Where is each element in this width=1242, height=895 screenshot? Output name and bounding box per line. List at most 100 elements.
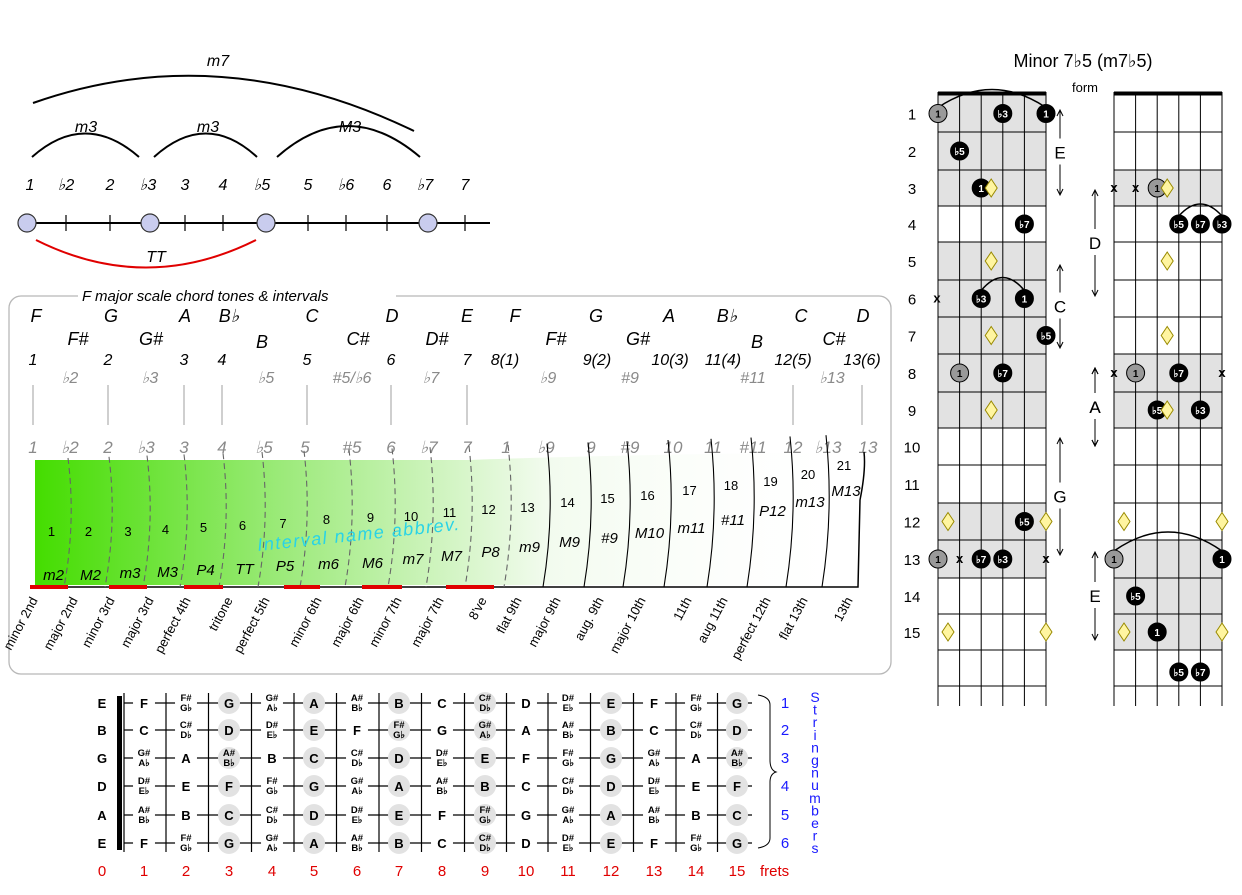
note-bg — [557, 692, 579, 714]
mute-mark: x — [933, 291, 941, 306]
scale-diamond — [1215, 511, 1229, 532]
chromatic-note: F# — [545, 329, 567, 349]
scale-diamond — [1039, 622, 1053, 642]
fret-note-sharp: C# — [690, 720, 703, 731]
degree-main: 11(4) — [705, 352, 741, 369]
interval-name: flat 9th — [493, 594, 525, 636]
degree-alt: ♭5 — [258, 370, 275, 387]
fret-note-flat: G♭ — [266, 786, 278, 797]
fret-number: 14 — [688, 863, 705, 880]
barre-arc — [980, 276, 1025, 291]
scale-degree: ♭5 — [254, 177, 271, 194]
interval-abbrev: M13 — [831, 483, 861, 500]
chord-dot — [1169, 363, 1189, 383]
note-bg — [557, 832, 579, 854]
fret-note: F — [522, 751, 530, 766]
chord-dot-label: ♭7 — [1195, 220, 1206, 231]
chart-fret-number: 13 — [904, 552, 921, 569]
fret-number: 4 — [268, 863, 276, 880]
note-bg — [303, 719, 325, 741]
arrow-head — [1056, 341, 1064, 350]
scale-note: C — [795, 306, 809, 326]
chord-dot — [928, 549, 948, 569]
note-bg — [557, 804, 579, 826]
degree-alt: ♭2 — [62, 370, 79, 387]
scale-note: D — [857, 306, 870, 326]
degree-tick: 6 — [386, 438, 396, 457]
chord-dot-label: ♭7 — [976, 555, 987, 566]
fret-note: C — [649, 723, 659, 738]
interval-abbrev: m6 — [318, 556, 339, 573]
fret-note: F — [733, 779, 741, 794]
fret-note: G — [521, 808, 531, 823]
fret-note-sharp: G# — [479, 720, 492, 731]
chord-dot — [1212, 214, 1232, 234]
degree-tick: ♭3 — [137, 438, 155, 457]
scale-degree: 6 — [383, 177, 392, 194]
chord-dot-label: ♭5 — [1041, 332, 1052, 343]
semitone-count: 5 — [200, 520, 207, 535]
fret-note-flat: G♭ — [180, 843, 192, 854]
chord-dot — [1212, 549, 1232, 569]
fret-note: F — [438, 808, 446, 823]
chart-fret-number: 3 — [908, 181, 916, 198]
chord-dot — [971, 549, 991, 569]
fret-note-flat: E♭ — [563, 843, 574, 854]
note-bg — [175, 747, 197, 769]
scale-diamond — [1117, 622, 1131, 642]
interval-name: aug 11th — [694, 594, 731, 645]
note-bg — [726, 804, 748, 826]
semitone-count: 13 — [520, 500, 534, 515]
fret-note-sharp: F# — [266, 776, 278, 787]
interval-divider — [663, 439, 672, 588]
note-bg — [643, 804, 665, 826]
arrow-head — [1091, 633, 1099, 642]
fret-note: E — [607, 696, 616, 711]
note-bg — [346, 832, 368, 854]
fret-note-sharp: D# — [138, 776, 151, 787]
fret-note: D — [309, 808, 318, 823]
chart-fret-number: 15 — [904, 625, 921, 642]
degree-main: 9(2) — [583, 352, 611, 369]
note-bg — [133, 692, 155, 714]
interval-abbrev: P8 — [481, 544, 500, 561]
fret-note-sharp: F# — [180, 693, 192, 704]
fret-number: 0 — [98, 863, 106, 880]
note-bg — [346, 775, 368, 797]
fret-note: A — [309, 836, 319, 851]
fret-note: F — [650, 836, 658, 851]
interval-divider — [387, 448, 396, 588]
note-bg — [474, 775, 496, 797]
scale-diamond — [1039, 511, 1053, 532]
fret-note-flat: B♭ — [436, 786, 448, 797]
note-bg — [303, 832, 325, 854]
arrow-head — [1091, 439, 1099, 448]
fret-note: E — [692, 779, 701, 794]
fret-note-sharp: F# — [690, 833, 702, 844]
note-bg — [515, 747, 537, 769]
chord-dot-label: 1 — [1154, 184, 1160, 195]
fret-note: B — [606, 723, 615, 738]
fret-note-flat: A♭ — [479, 730, 491, 741]
degree-main: 7 — [463, 352, 473, 369]
note-bg — [218, 832, 240, 854]
chart-fret-number: 6 — [908, 292, 916, 309]
interval-divider — [425, 447, 434, 588]
scale-diamond — [941, 511, 955, 532]
fret-note-flat: E♭ — [267, 730, 278, 741]
fret-note: F — [225, 779, 233, 794]
fret-note-sharp: C# — [266, 805, 279, 816]
fret-note-flat: G♭ — [562, 758, 574, 769]
note-bg — [557, 719, 579, 741]
fret-note: C — [521, 779, 531, 794]
scale-diamond — [1117, 511, 1131, 532]
fret-number: 5 — [310, 863, 318, 880]
note-bg — [218, 719, 240, 741]
note-bg — [431, 719, 453, 741]
fret-note: A — [691, 751, 701, 766]
fret-note-sharp: G# — [266, 833, 279, 844]
fret-number: 12 — [603, 863, 620, 880]
